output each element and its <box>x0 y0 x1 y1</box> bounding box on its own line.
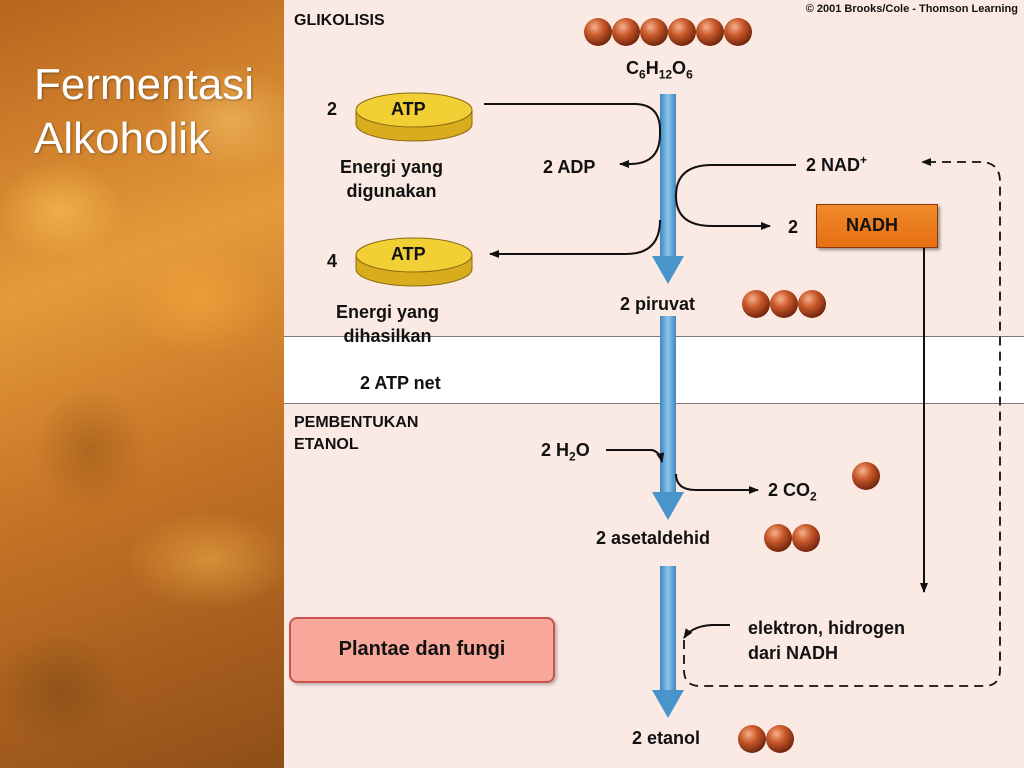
net-yield-band <box>284 336 1024 404</box>
atp-made-caption: Energi yang dihasilkan <box>336 302 440 346</box>
atp-made-coin <box>355 237 473 287</box>
electron-transfer-arrow <box>683 624 730 639</box>
ethanol-label: 2 etanol <box>632 728 701 748</box>
atp-consumption-arrow <box>484 103 661 168</box>
electron-source-label: elektron, hidrogen dari NADH <box>748 618 906 663</box>
co2-molecule <box>852 462 880 490</box>
section-glycolysis: GLIKOLISIS <box>294 12 385 29</box>
pyruvate-label: 2 piruvat <box>620 294 696 314</box>
nad-regeneration-loop <box>683 158 1001 687</box>
atp-used-caption: Energi yang digunakan <box>340 157 444 201</box>
pyruvate-molecule <box>742 290 826 318</box>
slide-title: Fermentasi Alkoholik <box>34 60 255 163</box>
water-label: 2 H2O <box>541 440 590 464</box>
section-ethanol-formation: PEMBENTUKAN ETANOL <box>294 414 419 453</box>
atp-used-coin <box>355 92 473 142</box>
organisms-box: Plantae dan fungi <box>289 617 555 683</box>
organisms-label: Plantae dan fungi <box>338 638 506 660</box>
atp-production-arrow <box>489 219 661 258</box>
atp-used-label: ATP <box>391 99 426 119</box>
acetaldehyde-molecule <box>764 524 820 552</box>
textured-background <box>0 0 284 768</box>
co2-release-arrow <box>675 473 759 494</box>
nad-reduction-arrow <box>674 164 796 230</box>
net-atp-label: 2 ATP net <box>360 373 441 393</box>
adp-label: 2 ADP <box>543 157 596 177</box>
nadh-count: 2 <box>788 217 799 237</box>
ethanol-molecule <box>738 725 794 753</box>
nad-label: 2 NAD+ <box>806 153 868 175</box>
main-flow-arrow-2 <box>652 316 684 520</box>
acetaldehyde-label: 2 asetaldehid <box>596 528 711 548</box>
copyright-credit: © 2001 Brooks/Cole - Thomson Learning <box>805 3 1018 15</box>
atp-made-count: 4 <box>327 251 338 271</box>
nadh-box <box>816 204 938 248</box>
main-flow-arrow-1 <box>652 94 684 284</box>
nadh-label: NADH <box>846 215 898 235</box>
main-flow-arrow-3 <box>652 566 684 718</box>
co2-label: 2 CO2 <box>768 480 817 504</box>
glucose-formula: C6H12O6 <box>626 58 693 82</box>
water-input-arrow <box>606 449 665 463</box>
glucose-molecule <box>584 18 752 46</box>
atp-used-count: 2 <box>327 99 338 119</box>
atp-made-label: ATP <box>391 244 426 264</box>
